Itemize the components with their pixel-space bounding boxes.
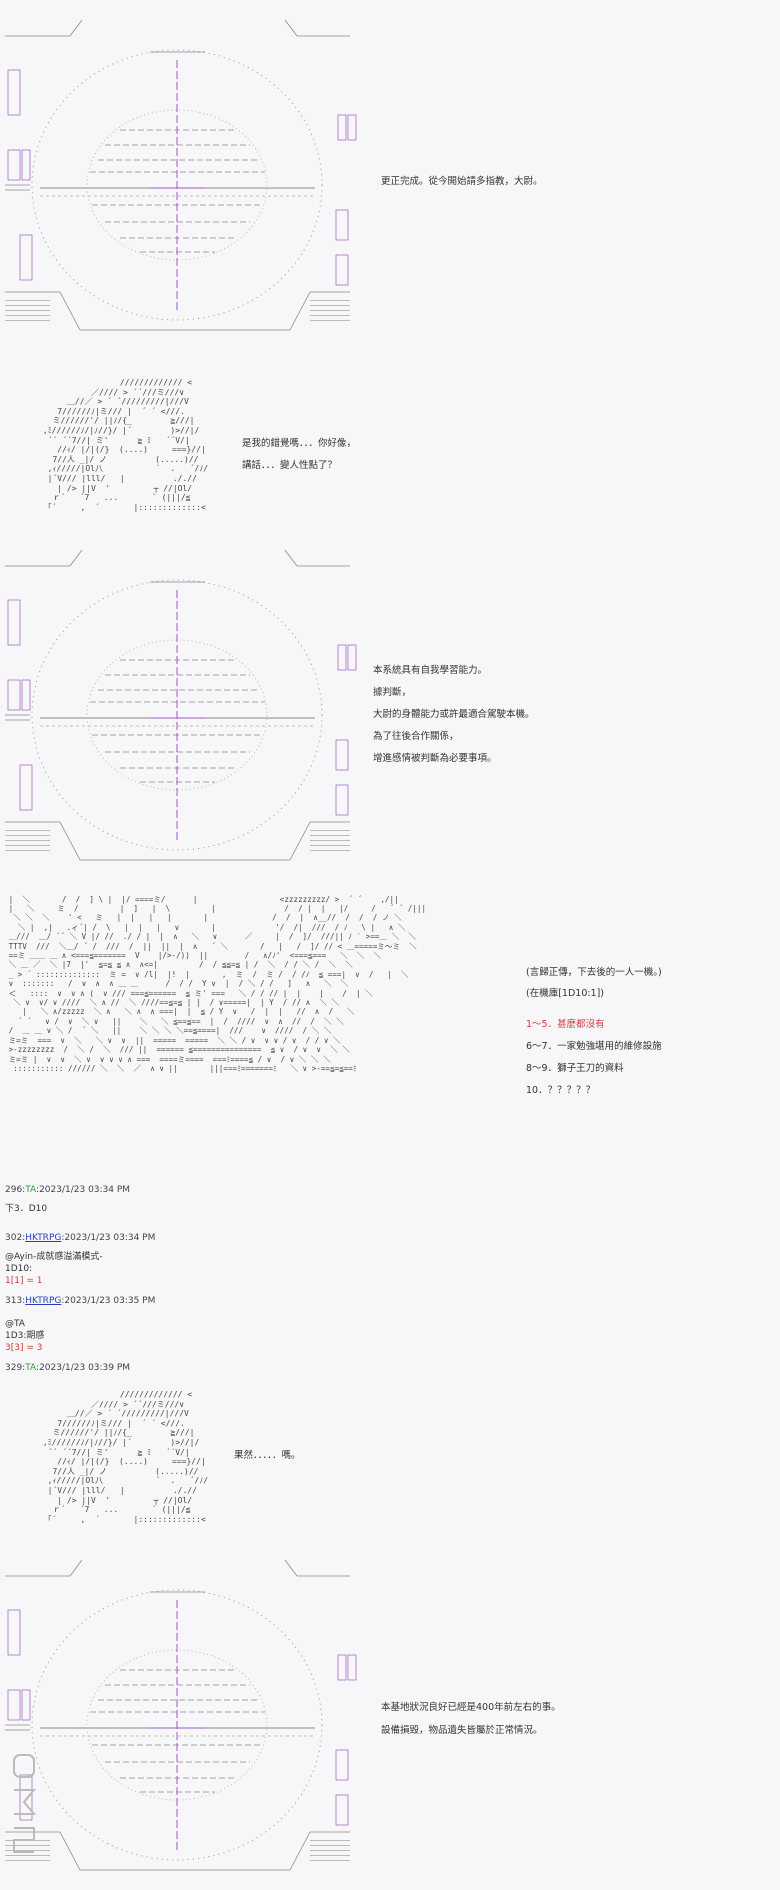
post-313: 313:HKTRPG:2023/1/23 03:35 PM @TA 1D3:期感… xyxy=(5,1296,155,1354)
hangar-ascii-art: | ＼ / / ] \ | |/ ====ミ/ | <zzzzzzzzz/ > … xyxy=(8,894,427,1073)
dm5-watermark-icon xyxy=(13,1754,37,1853)
post-296: 296:TA:2023/1/23 03:34 PM 下3．D10 xyxy=(5,1185,130,1215)
dialogue-text: 果然．．．．．嗎。 xyxy=(234,1450,301,1461)
post-302: 302:HKTRPG:2023/1/23 03:34 PM @Ayin-成就感溢… xyxy=(5,1233,155,1287)
post-header: 302:HKTRPG:2023/1/23 03:34 PM xyxy=(5,1233,156,1243)
poster-name[interactable]: HKTRPG xyxy=(25,1296,62,1306)
option-4: 10．？？？？？ xyxy=(526,1085,596,1096)
option-2: 6～7．一家勉強堪用的維修設施 xyxy=(526,1041,662,1052)
poster-name[interactable]: TA xyxy=(25,1363,37,1373)
dialogue-text: 講話．．．變人性點了？ xyxy=(242,460,338,471)
dialogue-text: 據判斷， xyxy=(373,687,412,698)
post-header: 329:TA:2023/1/23 03:39 PM xyxy=(5,1363,131,1373)
option-3: 8～9．獅子王刀的資料 xyxy=(526,1063,624,1074)
dice-result: 3[3] = 3 xyxy=(5,1343,43,1353)
character-ascii-art: ///////////// < ／//// > ´´///ミ///∨ ＿//／ … xyxy=(42,1390,209,1524)
post-body: @Ayin-成就感溢滿模式- xyxy=(5,1252,103,1262)
post-header: 313:HKTRPG:2023/1/23 03:35 PM xyxy=(5,1296,156,1306)
dialogue-text: (言歸正傳，下去後的一人一機。) xyxy=(526,967,662,978)
option-1: 1～5．甚麼都沒有 xyxy=(526,1019,605,1030)
post-header: 296:TA:2023/1/23 03:34 PM xyxy=(5,1185,131,1195)
post-body: 下3．D10 xyxy=(5,1204,48,1214)
poster-name[interactable]: TA xyxy=(25,1185,37,1195)
post-body: @TA xyxy=(5,1319,25,1329)
dialogue-text: 大尉的身體能力或許最適合駕駛本機。 xyxy=(373,709,535,720)
dialogue-text: (在機庫[1D10:1]) xyxy=(526,988,605,999)
dice-result: 1[1] = 1 xyxy=(5,1276,43,1286)
dialogue-text: 本基地狀況良好已經是400年前左右的事。 xyxy=(381,1702,561,1713)
dialogue-text: 是我的錯覺嗎．．．你好像， xyxy=(242,438,357,449)
cockpit-hud-icon xyxy=(4,549,357,861)
post-329: 329:TA:2023/1/23 03:39 PM xyxy=(5,1363,130,1373)
dialogue-text: 為了往後合作關係， xyxy=(373,731,459,742)
dialogue-text: 更正完成。從今開始請多指教，大尉。 xyxy=(381,176,543,187)
character-ascii-art: ///////////// < ／//// > ´´///ミ///∨ ＿//／ … xyxy=(42,378,209,512)
cockpit-hud-icon xyxy=(4,19,357,331)
dialogue-text: 設備損毀，物品遺失皆屬於正常情況。 xyxy=(381,1725,543,1736)
dialogue-text: 本系統具有自我學習能力。 xyxy=(373,665,488,676)
post-body: 1D3:期感 xyxy=(5,1331,45,1341)
post-body: 1D10: xyxy=(5,1264,33,1274)
dialogue-text: 增進感情被判斷為必要事項。 xyxy=(373,753,497,764)
poster-name[interactable]: HKTRPG xyxy=(25,1233,62,1243)
cockpit-hud-icon xyxy=(4,1559,357,1871)
